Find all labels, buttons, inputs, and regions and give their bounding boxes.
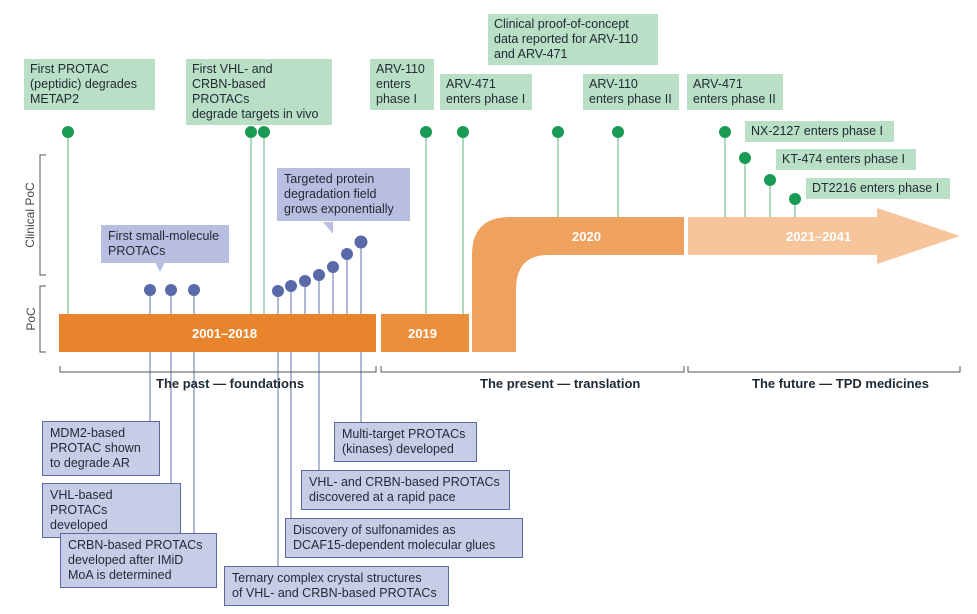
- milestone-arv471-phase2: ARV-471 enters phase II: [687, 74, 783, 110]
- event-rapid-pace: VHL- and CRBN-based PROTACs discovered a…: [301, 470, 510, 510]
- bar-2021-2041-arrow: [688, 208, 960, 264]
- milestone-clinical-poc: Clinical proof-of-concept data reported …: [488, 14, 658, 65]
- green-stems: [67, 132, 796, 314]
- event-mdm2: MDM2-based PROTAC shown to degrade AR: [42, 421, 160, 476]
- milestone-dt2216: DT2216 enters phase I: [806, 178, 950, 199]
- axis-label-clinical-poc: Clinical PoC: [23, 182, 37, 248]
- event-sulfonamides: Discovery of sulfonamides as DCAF15-depe…: [285, 518, 523, 558]
- bar-2001-2018: [59, 314, 376, 352]
- milestone-nx2127: NX-2127 enters phase I: [745, 121, 894, 142]
- period-label-2021-2041: 2021–2041: [786, 229, 852, 244]
- section-brackets: [59, 366, 961, 373]
- axis-label-poc: PoC: [24, 307, 38, 331]
- blue-stems-bottom: [149, 352, 362, 566]
- section-past: The past — foundations: [156, 376, 305, 391]
- period-label-2001-2018: 2001–2018: [192, 326, 258, 341]
- event-crbn-developed: CRBN-based PROTACs developed after IMiD …: [60, 533, 217, 588]
- milestone-arv471-phase1: ARV-471 enters phase I: [440, 74, 532, 110]
- section-future: The future — TPD medicines: [752, 376, 929, 391]
- event-multi-target: Multi-target PROTACs (kinases) developed: [334, 422, 477, 462]
- bar-2020-rising: [472, 217, 684, 352]
- milestone-first-protac: First PROTAC (peptidic) degrades METAP2: [24, 59, 155, 110]
- period-label-2020: 2020: [572, 229, 601, 244]
- event-first-small-molecule: First small-molecule PROTACs: [101, 225, 229, 263]
- pointer-first-small: [155, 262, 165, 272]
- green-dots: [62, 126, 801, 205]
- blue-dots: [144, 235, 368, 297]
- event-ternary-complex: Ternary complex crystal structures of VH…: [224, 566, 449, 606]
- pointer-tpd-grows: [323, 222, 333, 234]
- milestone-first-vhl-crbn: First VHL- and CRBN-based PROTACs degrad…: [186, 59, 332, 125]
- milestone-kt474: KT-474 enters phase I: [776, 149, 916, 170]
- axis-brackets: [39, 154, 46, 353]
- milestone-arv110-phase1: ARV-110 enters phase I: [370, 59, 434, 110]
- event-tpd-grows: Targeted protein degradation field grows…: [277, 168, 410, 221]
- milestone-arv110-phase2: ARV-110 enters phase II: [583, 74, 679, 110]
- section-present: The present — translation: [480, 376, 641, 391]
- bar-2019: [381, 314, 469, 352]
- event-vhl-developed: VHL-based PROTACs developed: [42, 483, 181, 538]
- period-label-2019: 2019: [408, 326, 437, 341]
